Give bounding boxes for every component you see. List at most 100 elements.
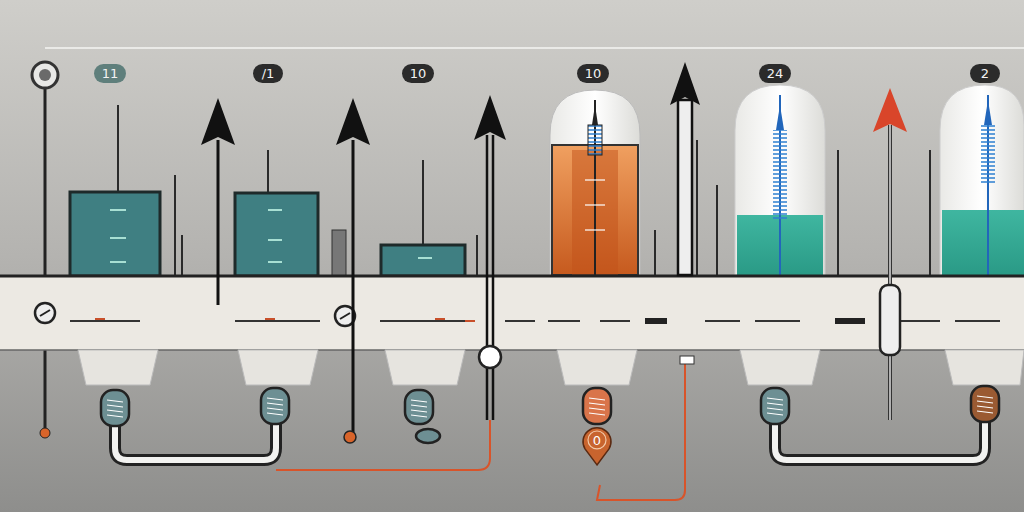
art-line	[600, 320, 630, 322]
art-line	[110, 261, 126, 263]
capsule-rib	[977, 401, 993, 403]
art-line	[585, 179, 605, 180]
art-path	[735, 85, 825, 275]
callout-number: /1	[262, 67, 275, 80]
art-rect	[680, 356, 694, 364]
capsule-rib	[589, 408, 605, 410]
pipes	[115, 356, 985, 500]
art-line	[110, 237, 126, 239]
art-rect	[880, 285, 900, 355]
art-circle	[479, 346, 501, 368]
capsule-rib	[267, 403, 283, 405]
art-path	[592, 105, 598, 125]
art-line	[955, 320, 1000, 322]
art-line	[505, 320, 535, 322]
art-line	[174, 175, 176, 275]
drop-ring	[588, 431, 606, 449]
teal-tube-2	[940, 85, 1024, 275]
drop-outline	[583, 428, 611, 465]
teal-tube-1	[735, 85, 825, 275]
art-path	[115, 415, 276, 460]
callout-badge: 24	[759, 64, 792, 83]
left-probe	[32, 62, 58, 438]
teal-tanks	[70, 192, 465, 276]
art-circle	[32, 62, 58, 88]
art-rect	[588, 125, 602, 155]
callout-number: 0	[593, 434, 601, 447]
art-line	[40, 310, 50, 316]
art-rect	[971, 386, 999, 422]
art-rect	[405, 390, 433, 424]
art-path	[550, 90, 640, 275]
callout-number: 10	[410, 67, 427, 80]
art-line	[486, 135, 489, 420]
capsule-rib	[107, 410, 123, 412]
art-path	[336, 98, 370, 145]
art-rect	[381, 245, 465, 276]
art-g	[585, 180, 605, 230]
art-rect	[981, 125, 995, 185]
art-line	[217, 140, 220, 305]
capsule-rib	[267, 398, 283, 400]
cups	[78, 350, 1024, 385]
art-rect	[101, 390, 129, 426]
art-line	[755, 320, 800, 322]
art-path	[940, 85, 1024, 275]
art-path	[78, 350, 158, 385]
art-line	[837, 150, 839, 275]
art-rect	[0, 276, 1024, 350]
art-rect	[235, 193, 318, 276]
art-path	[984, 100, 992, 125]
art-path	[115, 415, 276, 460]
art-line	[70, 320, 140, 322]
art-path	[557, 350, 637, 385]
top-rule	[45, 47, 1024, 49]
art-rect	[678, 100, 692, 275]
art-path	[385, 350, 465, 385]
callout-number: 10	[585, 67, 602, 80]
art-rect	[332, 230, 346, 276]
orange-tube	[550, 90, 640, 275]
art-rect	[583, 388, 611, 424]
callout-badge: 2	[970, 64, 1000, 83]
art-path	[775, 415, 985, 460]
art-line	[95, 318, 105, 320]
capsule-rib	[267, 408, 283, 410]
callout-number: 24	[767, 67, 784, 80]
capsule-rib	[589, 413, 605, 415]
capsule-rib	[767, 413, 783, 415]
art-rect	[645, 318, 667, 324]
art-line	[435, 318, 445, 320]
capsule-rib	[977, 396, 993, 398]
art-line	[889, 125, 891, 420]
art-line	[585, 229, 605, 230]
art-line	[268, 209, 282, 211]
capsule-rib	[411, 405, 427, 407]
callout-badge: 10	[402, 64, 435, 83]
capsule-rib	[589, 403, 605, 405]
art-line	[492, 135, 495, 420]
art-circle	[344, 431, 356, 443]
art-g	[95, 319, 475, 321]
art-rect	[70, 192, 160, 276]
capsule-rib	[107, 415, 123, 417]
art-circle	[39, 69, 51, 81]
capsule-rib	[411, 415, 427, 417]
art-path	[597, 360, 690, 500]
art-rect	[942, 210, 1024, 275]
art-circle	[40, 428, 50, 438]
art-line	[265, 318, 275, 320]
art-path	[276, 420, 490, 470]
art-line	[476, 235, 478, 275]
art-line	[696, 140, 698, 275]
art-line	[380, 320, 465, 322]
art-line	[418, 257, 432, 259]
capsule-rib	[977, 406, 993, 408]
art-path	[775, 415, 985, 460]
capsule-rib	[589, 398, 605, 400]
art-line	[548, 320, 580, 322]
art-line	[235, 320, 320, 322]
art-line	[654, 230, 656, 275]
